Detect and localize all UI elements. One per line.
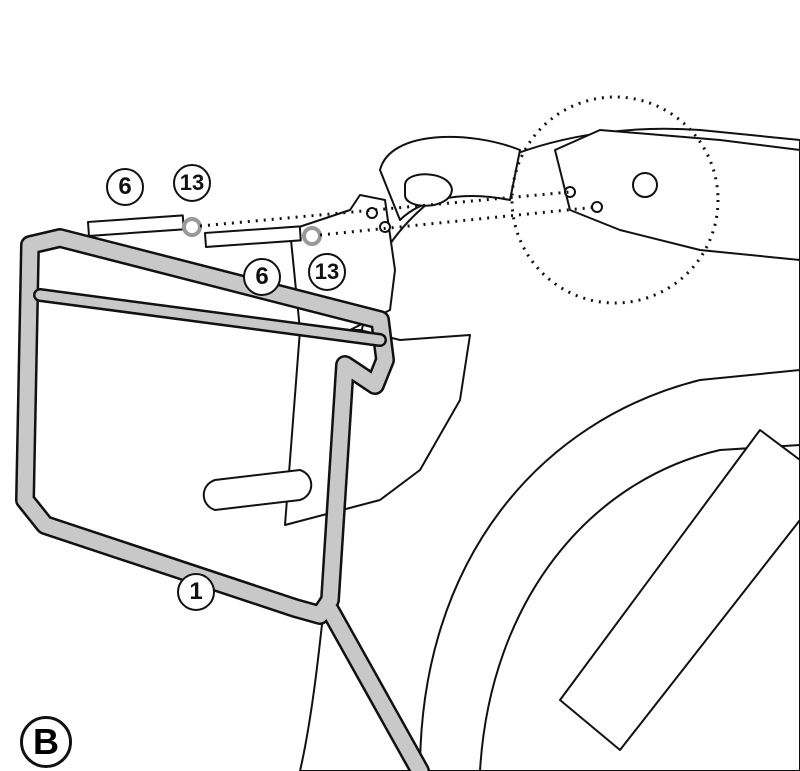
side-frame-tube xyxy=(17,230,428,771)
bolt-upper-shape xyxy=(87,214,185,237)
step-label: B xyxy=(20,716,72,768)
tail-bracket xyxy=(554,129,800,261)
plate-hole-1 xyxy=(366,207,378,219)
callout-washer-upper: 13 xyxy=(173,164,211,202)
grab-knob xyxy=(404,173,453,207)
alignment-line-lower xyxy=(319,205,598,237)
tail-mount-hole xyxy=(632,172,658,198)
callout-bolt-lower: 6 xyxy=(243,258,281,296)
footpeg xyxy=(202,469,313,511)
detail-circle xyxy=(510,95,720,305)
rear-shock xyxy=(559,429,800,751)
callout-washer-lower: 13 xyxy=(308,253,346,291)
washer-upper-shape xyxy=(182,217,202,237)
callout-side-frame: 1 xyxy=(177,573,215,611)
washer-lower-shape xyxy=(302,226,322,246)
alignment-line-upper xyxy=(199,190,571,228)
mount-point-1 xyxy=(564,186,576,198)
callout-bolt-upper: 6 xyxy=(106,168,144,206)
frame-crossbar-fill xyxy=(35,290,385,345)
bolt-lower-shape xyxy=(203,225,302,248)
mount-point-2 xyxy=(591,201,603,213)
